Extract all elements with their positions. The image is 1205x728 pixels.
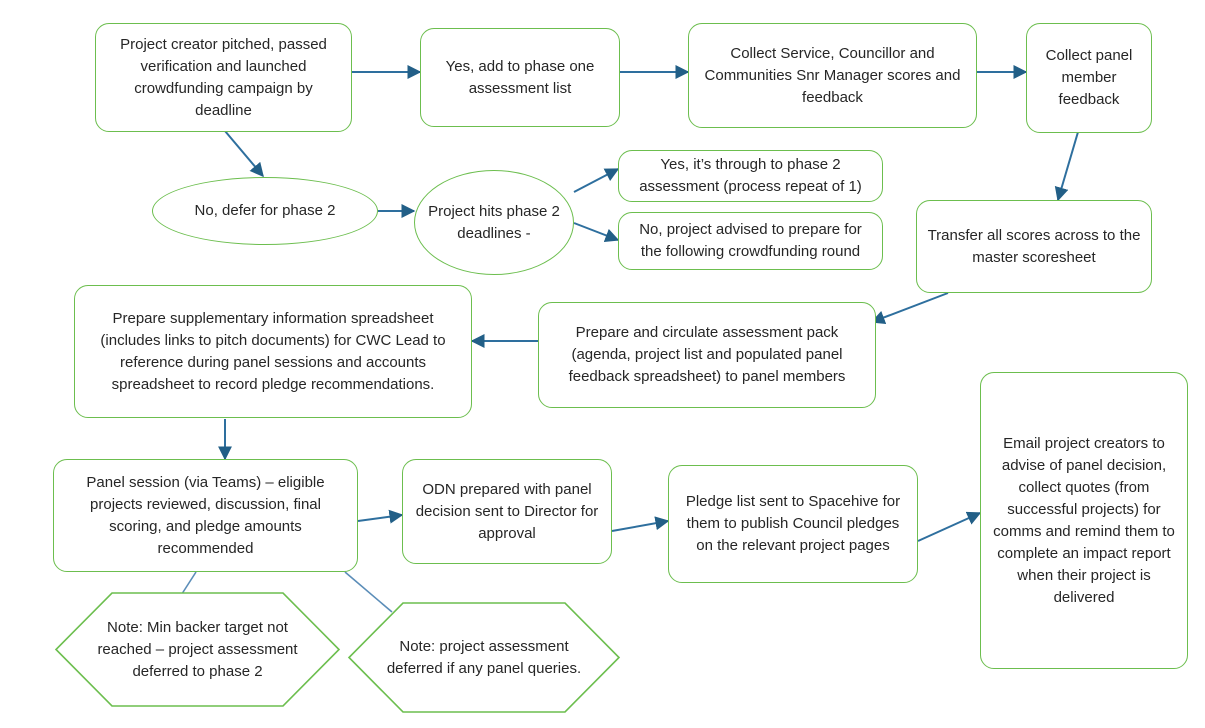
node-label: No, defer for phase 2 xyxy=(194,202,336,219)
node-label: Prepare and circulate assessment pack (a… xyxy=(568,324,846,385)
node-label: No, project advised to prepare for the f… xyxy=(639,221,862,260)
connector-panel-session-to-odn xyxy=(357,509,404,524)
node-label: Email project creators to advise of pane… xyxy=(993,434,1175,606)
node-note-panel-queries[interactable]: Note: project assessment deferred if any… xyxy=(347,601,621,714)
connector-deadlines-to-yes xyxy=(573,168,620,193)
node-label: Collect panel member feedback xyxy=(1045,47,1133,108)
connector-transfer-to-assessment-pack xyxy=(870,292,949,325)
node-phase-one-list[interactable]: Yes, add to phase one assessment list xyxy=(420,28,620,127)
node-email-creators[interactable]: Email project creators to advise of pane… xyxy=(980,372,1188,669)
connector-odn-to-pledge-list xyxy=(611,516,670,532)
node-label: Yes, add to phase one assessment list xyxy=(445,57,595,97)
node-label: Note: project assessment deferred if any… xyxy=(386,637,582,677)
hexagon-shape xyxy=(347,602,621,713)
node-collect-scores[interactable]: Collect Service, Councillor and Communit… xyxy=(688,23,977,128)
node-pledge-list[interactable]: Pledge list sent to Spacehive for them t… xyxy=(668,465,918,583)
node-label: Note: Min backer target not reached – pr… xyxy=(97,618,298,680)
node-label: Panel session (via Teams) – eligible pro… xyxy=(86,473,325,557)
node-phase-two-deadlines[interactable]: Project hits phase 2 deadlines - xyxy=(414,170,574,275)
connector-pledge-list-to-email xyxy=(917,511,982,542)
node-collect-panel-feedback[interactable]: Collect panel member feedback xyxy=(1026,23,1152,133)
node-transfer-scores[interactable]: Transfer all scores across to the master… xyxy=(916,200,1152,293)
node-label: Prepare supplementary information spread… xyxy=(100,309,446,393)
node-label: Transfer all scores across to the master… xyxy=(927,226,1141,266)
node-advised-next-round[interactable]: No, project advised to prepare for the f… xyxy=(618,212,883,270)
node-through-to-phase-two[interactable]: Yes, it’s through to phase 2 assessment … xyxy=(618,150,883,202)
node-project-creator[interactable]: Project creator pitched, passed verifica… xyxy=(95,23,352,132)
node-label: Project hits phase 2 deadlines - xyxy=(428,202,560,242)
connector-deadlines-to-no xyxy=(573,222,620,242)
node-label: Yes, it’s through to phase 2 assessment … xyxy=(639,156,862,195)
node-label: Pledge list sent to Spacehive for them t… xyxy=(685,493,901,554)
node-assessment-pack[interactable]: Prepare and circulate assessment pack (a… xyxy=(538,302,876,408)
node-odn-prepared[interactable]: ODN prepared with panel decision sent to… xyxy=(402,459,612,564)
node-supplementary-spreadsheet[interactable]: Prepare supplementary information spread… xyxy=(74,285,472,418)
node-label: Collect Service, Councillor and Communit… xyxy=(704,44,961,106)
connector-panel-feedback-to-transfer xyxy=(1054,131,1079,202)
hexagon-shape xyxy=(54,592,341,707)
node-note-min-backer[interactable]: Note: Min backer target not reached – pr… xyxy=(54,591,341,708)
node-panel-session[interactable]: Panel session (via Teams) – eligible pro… xyxy=(53,459,358,572)
node-label: ODN prepared with panel decision sent to… xyxy=(415,480,599,542)
node-label: Project creator pitched, passed verifica… xyxy=(120,35,327,119)
node-defer-phase-two[interactable]: No, defer for phase 2 xyxy=(152,177,378,245)
connector-creator-to-defer xyxy=(224,130,264,178)
